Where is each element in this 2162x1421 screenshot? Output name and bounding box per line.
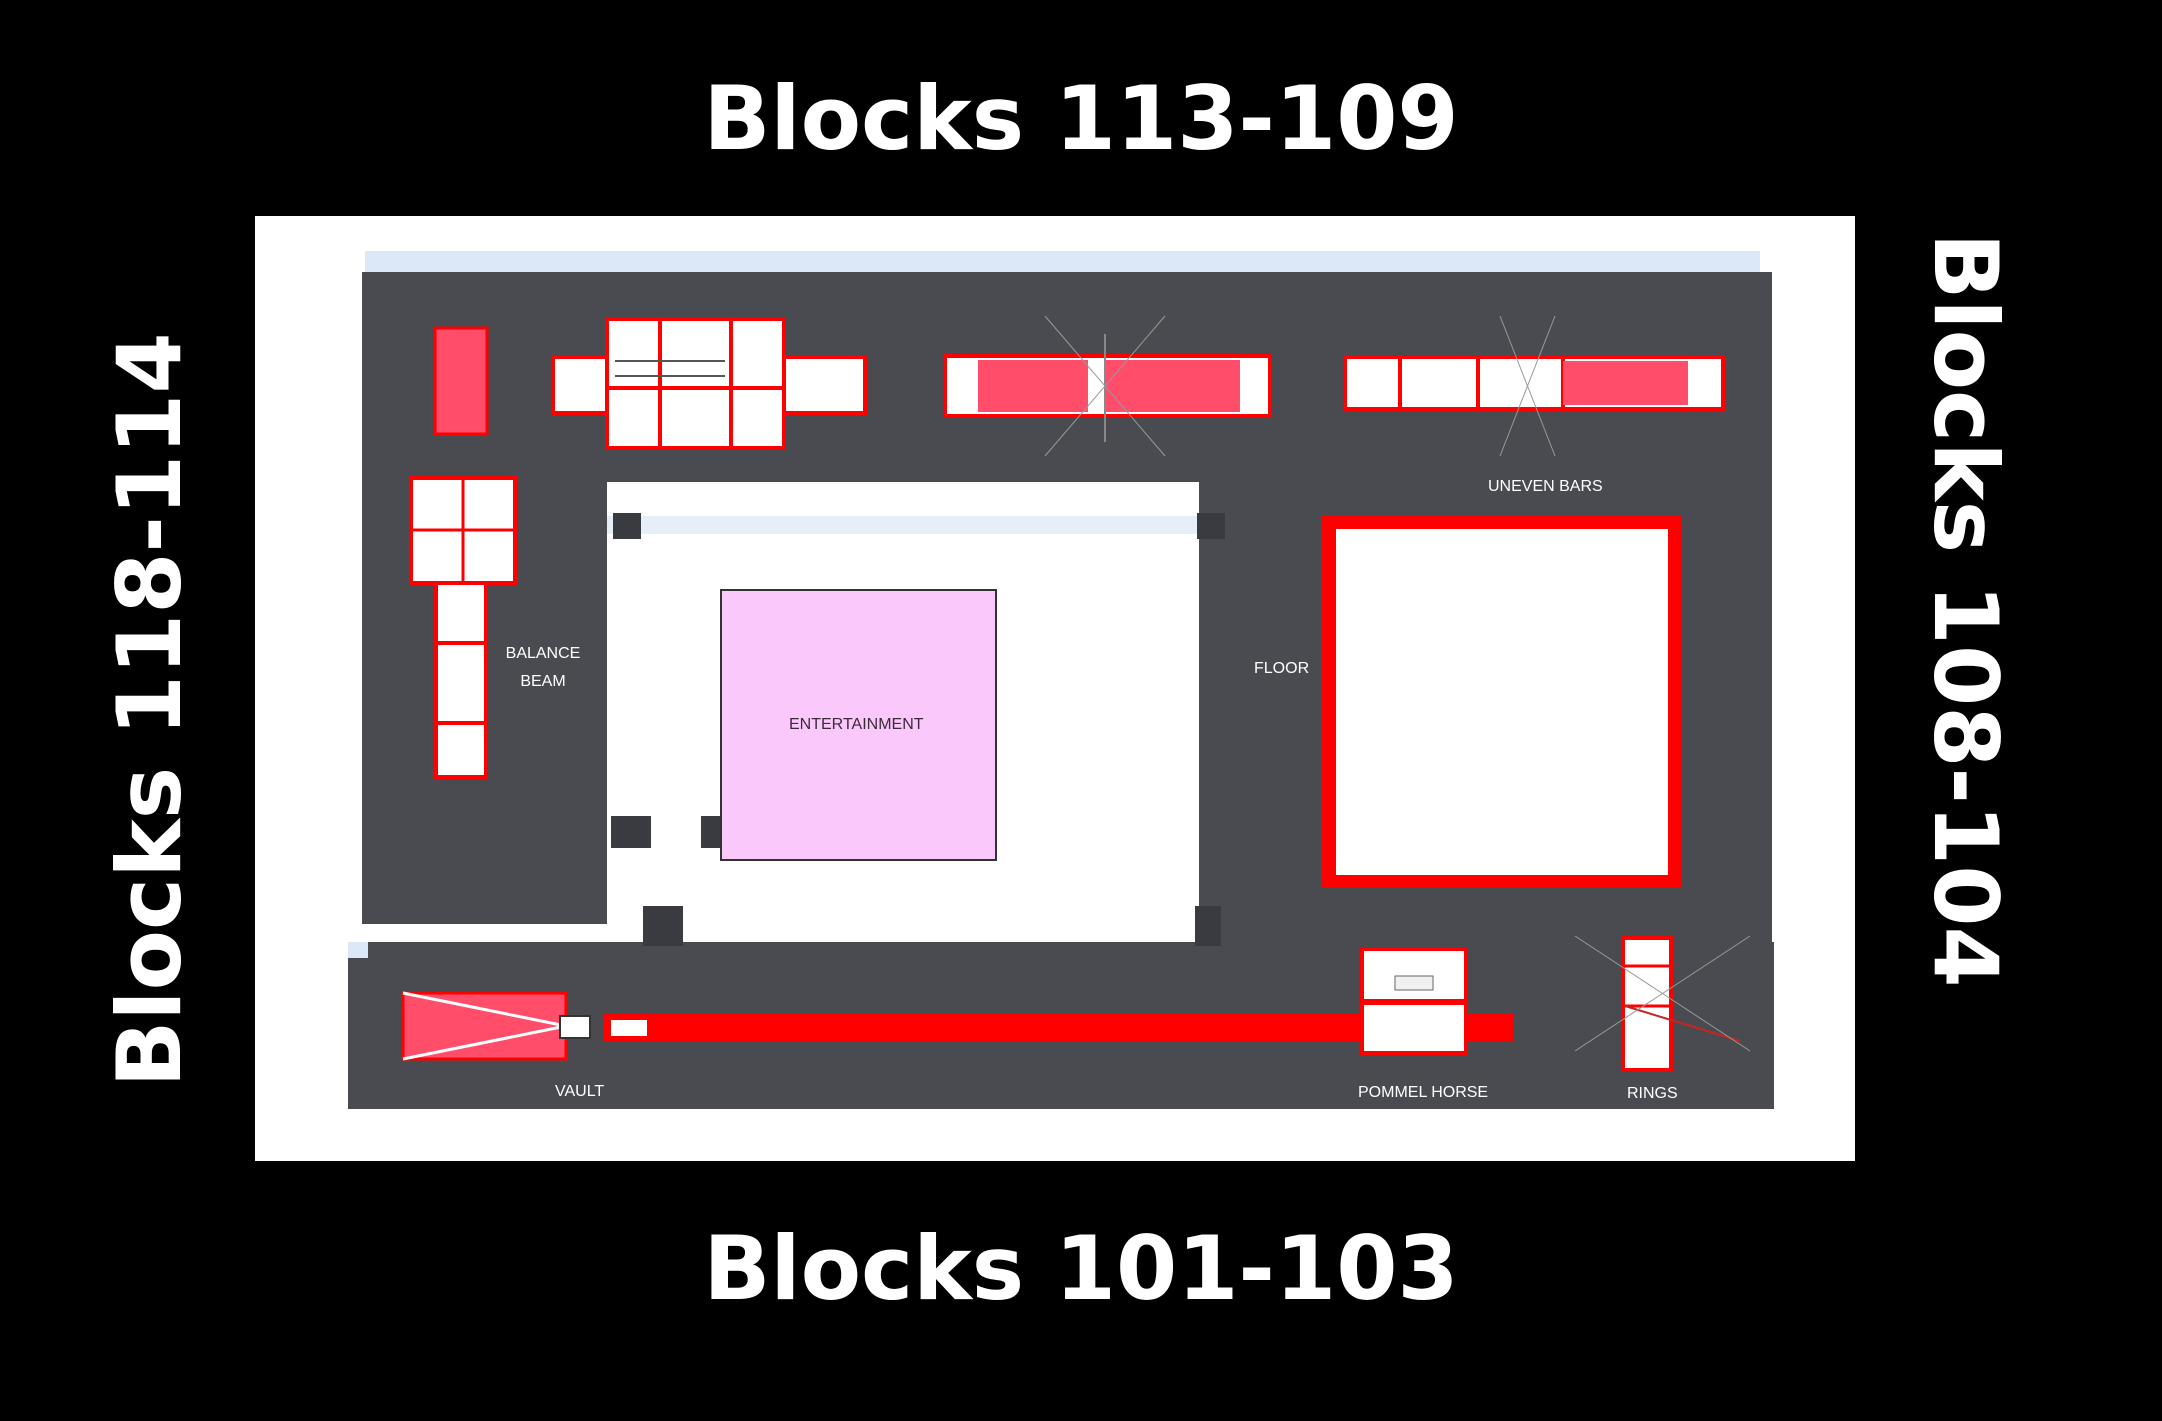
section-label-bottom: Blocks 101-103 — [703, 1217, 1459, 1320]
parallel-bars-apparatus — [551, 317, 867, 450]
step-block — [611, 816, 651, 848]
bottom-glow — [348, 942, 368, 958]
section-label-top: Blocks 113-109 — [703, 67, 1459, 170]
zone-label-pommel-horse: POMMEL HORSE — [1358, 1084, 1489, 1101]
zone-label-uneven-bars: UNEVEN BARS — [1488, 478, 1603, 495]
rings-apparatus — [1574, 935, 1751, 1072]
step-block — [613, 513, 641, 539]
balance-beam-apparatus — [409, 326, 517, 779]
pommel-horse-apparatus — [1360, 947, 1468, 1055]
arena-floor-plan: PARALLEL BARS HORIZONTAL BAR UNEVEN BARS… — [255, 216, 1855, 1161]
section-label-left: Blocks 118-114 — [98, 332, 201, 1088]
step-block — [643, 906, 683, 946]
horizontal-bar-apparatus — [943, 315, 1272, 457]
zone-label-floor: FLOOR — [1254, 660, 1310, 677]
top-glow — [365, 251, 1760, 273]
entertainment-stage — [720, 589, 997, 861]
zone-label-parallel-bars: PARALLEL BARS — [615, 480, 743, 497]
uneven-bars-apparatus — [1343, 315, 1725, 457]
floor-exercise-mat — [1336, 529, 1668, 875]
zone-label-entertainment: ENTERTAINMENT — [789, 716, 924, 733]
zone-label-balance-beam: BALANCE BEAM — [505, 645, 581, 690]
zone-label-vault: VAULT — [555, 1083, 605, 1100]
zone-label-horizontal-bar: HORIZONTAL BAR — [1042, 481, 1181, 498]
step-block — [1195, 906, 1221, 946]
zone-label-rings: RINGS — [1627, 1085, 1678, 1102]
open-area-glow — [607, 516, 1199, 534]
step-block — [1197, 513, 1225, 539]
arena-map — [348, 251, 1774, 1109]
section-label-right: Blocks 108-104 — [1914, 232, 2017, 988]
